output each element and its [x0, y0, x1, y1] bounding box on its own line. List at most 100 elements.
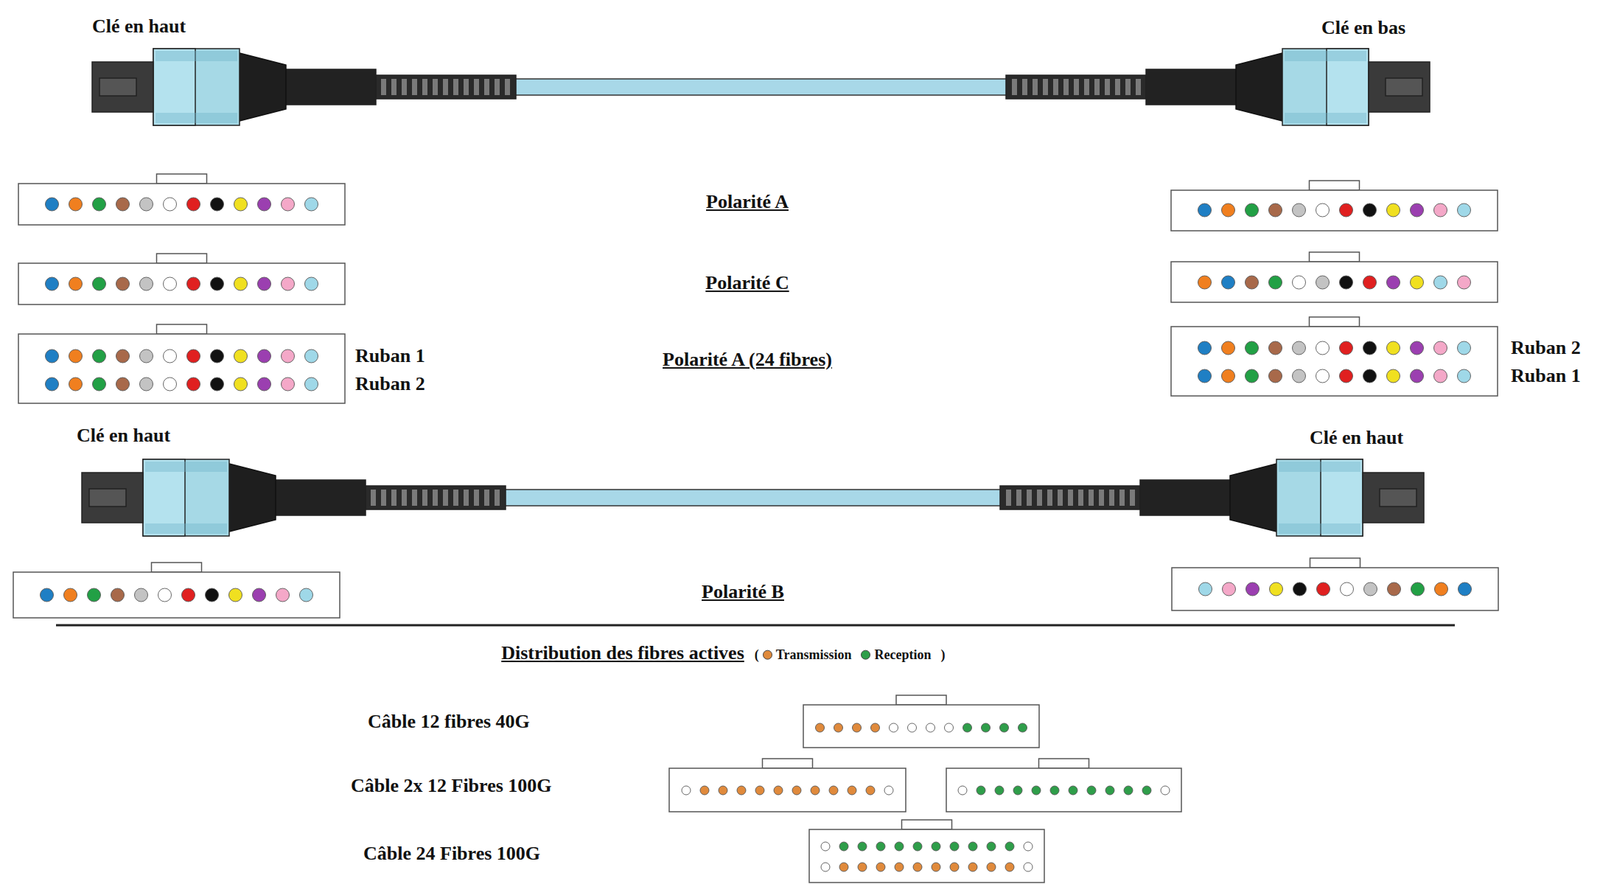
- fiber-dot: [1316, 369, 1330, 383]
- fiber-dot: [839, 862, 849, 872]
- face-box: [18, 263, 345, 305]
- ridge: [1036, 489, 1043, 506]
- polarity-label: Polarité C: [705, 271, 789, 295]
- fiber-dot: [1269, 341, 1283, 355]
- fiber-dot: [894, 841, 904, 851]
- fiber-dot: [210, 277, 225, 291]
- grip-line: [1284, 53, 1367, 54]
- connector-face: [1171, 180, 1498, 231]
- fiber-dot: [1339, 341, 1354, 355]
- ridge: [1047, 489, 1053, 506]
- connector-face: [18, 253, 345, 305]
- fiber-dot: [87, 588, 101, 602]
- fiber-dot: [234, 197, 248, 211]
- ridge: [381, 78, 387, 96]
- fiber-dot: [1363, 275, 1377, 289]
- fiber-dot: [116, 197, 130, 211]
- fiber-dot: [1339, 369, 1354, 383]
- face-box: [18, 333, 345, 404]
- fiber-dot: [718, 785, 728, 795]
- grip-line: [155, 53, 238, 54]
- fiber-dot: [839, 841, 849, 851]
- legend-text: Transmission: [776, 647, 852, 663]
- ridge: [370, 489, 376, 506]
- grip-line: [1284, 54, 1367, 56]
- ridge: [1109, 489, 1115, 506]
- fiber-dot: [158, 588, 172, 602]
- fiber-dot: [1339, 275, 1354, 289]
- fiber-dot: [913, 841, 922, 851]
- fiber-dot: [1411, 582, 1425, 596]
- key-tab: [156, 253, 208, 264]
- fiber-dot: [281, 197, 295, 211]
- ridge: [1078, 489, 1084, 506]
- ridge: [391, 78, 397, 96]
- fiber-dot: [252, 588, 267, 602]
- fiber-dot: [1434, 341, 1448, 355]
- fiber-dot: [821, 841, 830, 851]
- fiber-dot: [1050, 785, 1060, 795]
- fiber-dot: [140, 197, 154, 211]
- fiber-dot: [1292, 203, 1306, 217]
- grip-line: [1278, 528, 1361, 530]
- ridge: [1115, 78, 1121, 96]
- fiber-dot: [1160, 785, 1170, 795]
- fiber-dot: [1198, 275, 1212, 289]
- face-box: [946, 767, 1182, 812]
- grip-line: [145, 526, 227, 528]
- connector-face: [18, 324, 345, 404]
- connector-face: [803, 694, 1040, 748]
- ridge: [463, 489, 469, 506]
- grip-line: [1278, 466, 1361, 468]
- fiber-dot: [1018, 722, 1028, 732]
- ridge: [484, 78, 490, 96]
- ridge: [422, 489, 428, 506]
- fiber-dot: [1222, 582, 1236, 596]
- fiber-dot: [865, 785, 875, 795]
- ridge: [1057, 489, 1063, 506]
- fiber-dot: [876, 862, 886, 872]
- grip-line: [145, 532, 227, 534]
- fiber-dot: [210, 197, 225, 211]
- mpo-cable: [81, 459, 1424, 536]
- fiber-dot: [45, 349, 59, 363]
- fiber-dot: [1434, 369, 1448, 383]
- fiber-dot: [1387, 369, 1401, 383]
- fiber-dot: [1068, 785, 1078, 795]
- fiber-dot: [210, 349, 225, 363]
- grip-line: [1284, 57, 1367, 59]
- fiber-dot: [700, 785, 709, 795]
- fiber-dot: [40, 588, 54, 602]
- boot-ridges: [365, 485, 506, 510]
- grip-line: [1284, 60, 1367, 62]
- grip-line: [145, 529, 227, 531]
- fiber-dot: [45, 377, 59, 391]
- ridge: [1067, 489, 1074, 506]
- fiber-dot: [116, 377, 130, 391]
- ridge: [473, 489, 480, 506]
- connector-body: [1276, 459, 1363, 536]
- fiber-dot: [187, 197, 201, 211]
- fiber-dot: [981, 722, 991, 732]
- key-tab: [902, 819, 953, 830]
- fiber-dot: [1387, 275, 1401, 289]
- fiber-dot: [1458, 582, 1472, 596]
- legend-text: Reception: [874, 647, 931, 663]
- ferrule: [99, 78, 137, 96]
- fiber-dot: [305, 277, 319, 291]
- ridge: [422, 78, 428, 96]
- connector-rear: [229, 463, 276, 532]
- fiber-dot: [134, 588, 149, 602]
- fiber-dot: [736, 785, 746, 795]
- connector-rear: [1230, 463, 1277, 532]
- fiber-dot: [1316, 275, 1330, 289]
- legend-swatch: [860, 650, 871, 660]
- fiber-dot: [69, 349, 83, 363]
- face-box: [18, 183, 345, 225]
- ribbon-label: Ruban 1: [355, 344, 426, 368]
- fiber-dot: [857, 841, 867, 851]
- grip-line: [1284, 113, 1367, 115]
- fiber-dot: [1410, 341, 1424, 355]
- ridge: [442, 489, 449, 506]
- ridge: [484, 489, 490, 506]
